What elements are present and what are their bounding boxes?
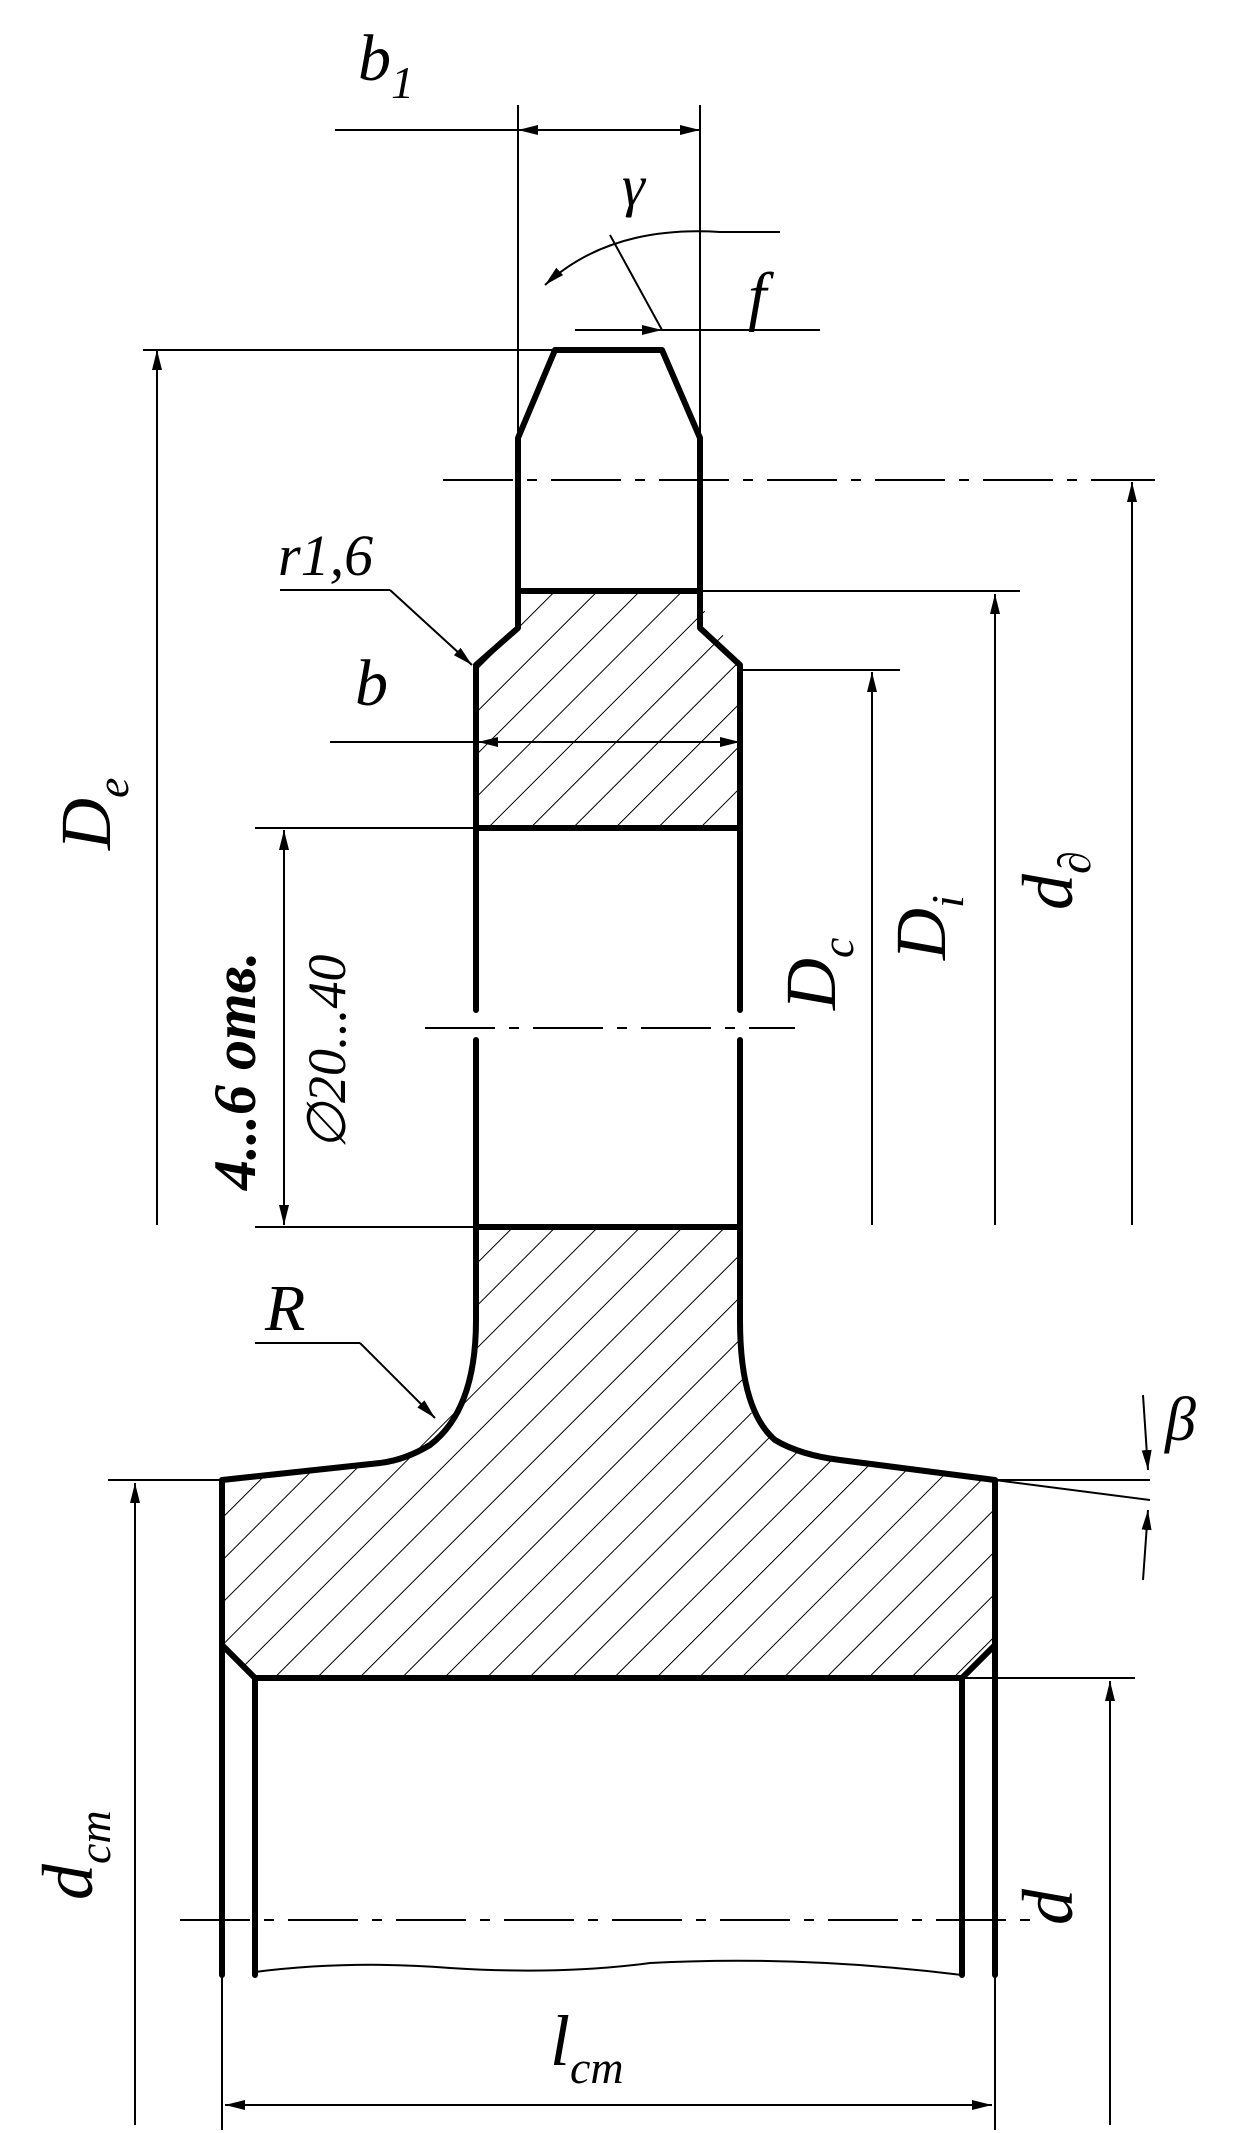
label-holes-count: 4...6 отв. xyxy=(202,952,268,1191)
extension-lines xyxy=(108,105,1151,2130)
hub-section xyxy=(222,1227,995,1678)
label-b1: b1 xyxy=(358,22,414,108)
label-beta: β xyxy=(1164,1386,1196,1454)
label-f: f xyxy=(748,260,774,333)
label-Di: Di xyxy=(881,895,973,961)
label-gamma: γ xyxy=(622,153,647,218)
label-r: r1,6 xyxy=(278,523,373,588)
gear-outline xyxy=(219,347,998,1978)
label-R: R xyxy=(264,1272,305,1345)
dimension-lines xyxy=(130,125,1152,2125)
label-b: b xyxy=(355,647,388,720)
dimension-labels: b1 γ f r1,6 b De 4...6 отв. ∅20...40 Dc … xyxy=(28,22,1196,2093)
label-d: d xyxy=(1008,1888,1088,1925)
rim-section xyxy=(474,591,740,828)
label-lcm: lcm xyxy=(550,2001,624,2093)
label-Dc: Dc xyxy=(771,938,863,1011)
leaders xyxy=(255,589,473,1419)
label-holes-diameter: ∅20...40 xyxy=(297,954,357,1150)
center-lines xyxy=(180,479,1155,1921)
label-dcm: dcm xyxy=(28,1810,120,1900)
label-De: De xyxy=(46,778,138,851)
label-dd: d∂ xyxy=(1008,851,1100,910)
